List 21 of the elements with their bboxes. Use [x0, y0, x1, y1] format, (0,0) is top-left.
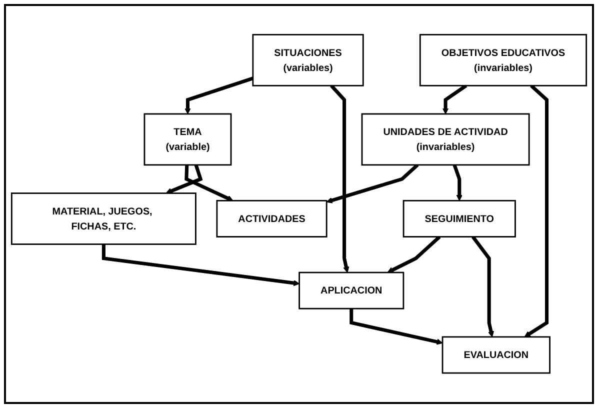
node-box: UNIDADES DE ACTIVIDAD (invariables) [361, 113, 530, 166]
arrow [387, 236, 441, 273]
node-box: SITUACIONES (variables) [252, 34, 364, 86]
arrow [102, 244, 300, 286]
arrow [472, 236, 494, 338]
arrow [326, 164, 419, 204]
arrow [350, 308, 443, 346]
node-box: SEGUIMIENTO [402, 200, 516, 238]
node-box: EVALUACION [442, 336, 550, 374]
node-box: MATERIAL, JUEGOS, FICHAS, ETC. [10, 192, 196, 246]
arrow [442, 84, 468, 114]
arrow [184, 76, 254, 114]
node-box: ACTIVIDADES [216, 200, 328, 238]
arrow [524, 84, 549, 338]
node-box: OBJETIVOS EDUCATIVOS (invariables) [419, 34, 588, 86]
arrow [166, 164, 203, 194]
arrow [330, 84, 350, 273]
arrow [452, 164, 462, 202]
node-box: TEMA (variable) [144, 113, 232, 166]
node-box: APLICACION [298, 272, 404, 310]
arrow [184, 165, 234, 202]
